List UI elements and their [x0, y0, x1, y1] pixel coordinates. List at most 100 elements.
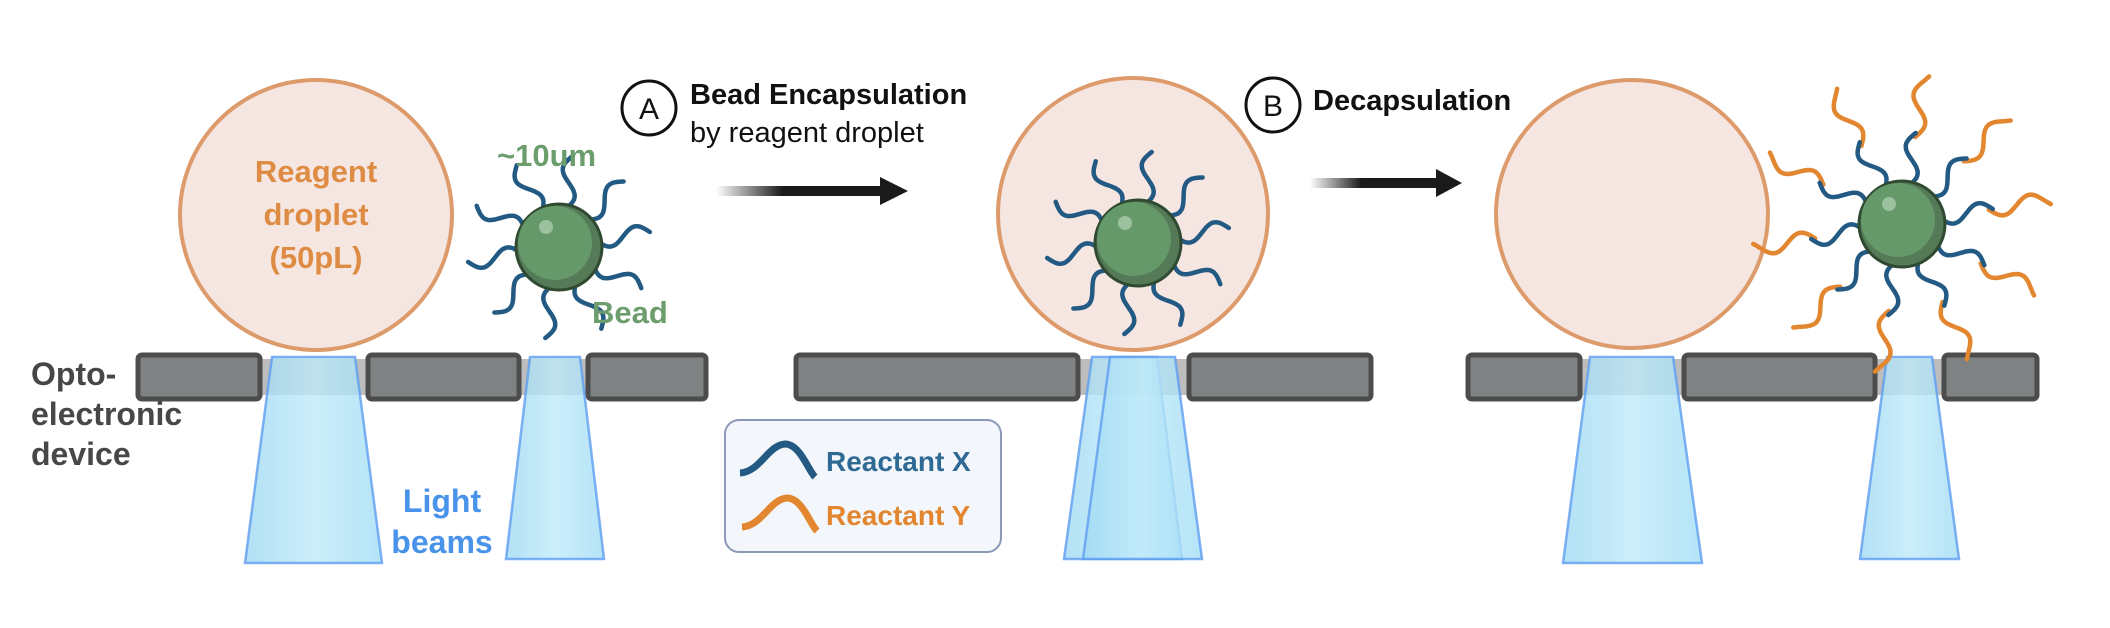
beads: [465, 74, 2054, 374]
droplet-label-line3: (50pL): [270, 240, 363, 275]
light-beam-1: [243, 355, 384, 565]
reagent-droplet-3: [1494, 78, 1770, 350]
reactant-y-strand: [1986, 192, 2054, 218]
reactant-x-strand: [1903, 130, 1920, 189]
reactant-x-strand: [1071, 267, 1114, 311]
reactant-y-strand: [1938, 299, 1973, 362]
bead-surface: [1097, 202, 1171, 276]
reactant-x-strand: [1091, 159, 1125, 212]
legend-item-reactant-y: Reactant Y: [741, 494, 971, 534]
bead-highlight: [1118, 216, 1132, 230]
light-beams-label-line2: beams: [391, 524, 492, 560]
reactant-x-strand: [492, 271, 535, 315]
step-b-marker-circle: [1244, 76, 1302, 134]
device-label-line2: electronic: [31, 396, 182, 432]
reactant-y-strand: [1791, 284, 1843, 330]
wave-icon-blue: [739, 440, 818, 480]
bead-surface: [518, 206, 592, 280]
step-a-title: Bead Encapsulation: [690, 79, 967, 111]
bead-highlight: [1882, 197, 1896, 211]
reactant-x-strand: [465, 245, 524, 271]
reactant-y-strand: [1911, 74, 1932, 140]
device-label-line1: Opto-: [31, 356, 116, 392]
reactant-x-strand: [1120, 278, 1137, 337]
reagent-droplet-1: [178, 78, 454, 352]
light-beams-label: Light beams: [391, 483, 492, 560]
reactant-x-strand: [583, 179, 626, 223]
device-segment: [365, 352, 522, 402]
reactant-x-strand: [1937, 200, 1996, 226]
reactant-x-strand: [1169, 257, 1223, 287]
step-a: A Bead Encapsulation by reagent droplet: [620, 79, 967, 205]
light-beam-2: [504, 355, 606, 561]
reactant-x-strand: [1053, 199, 1107, 229]
reactant-x-strand: [590, 261, 644, 291]
reactant-y-strand: [1961, 118, 2013, 164]
device-segment: [1186, 352, 1374, 402]
bead-2: [1044, 149, 1232, 337]
reactant-x-strand: [1808, 222, 1867, 248]
light-beams: [243, 355, 1961, 565]
reactant-x-strand: [1162, 175, 1205, 219]
device-label: Opto- electronic device: [31, 356, 182, 472]
reactant-x-strand: [1933, 238, 1987, 268]
reactant-x-strand: [474, 203, 528, 233]
reactant-y-strand: [1872, 308, 1893, 374]
legend-label-reactant-y: Reactant Y: [826, 500, 971, 531]
bead-3: [1750, 74, 2054, 374]
droplets: [178, 76, 1770, 352]
reactant-x-strand: [1915, 255, 1949, 308]
wave-icon-orange: [741, 494, 820, 534]
step-b-marker: B: [1263, 90, 1283, 123]
reactant-y-strand: [1978, 261, 2037, 298]
arrow-right-icon: [716, 177, 908, 205]
droplet-label: Reagent droplet (50pL): [255, 154, 377, 275]
step-a-subtitle: by reagent droplet: [690, 117, 924, 149]
device-segment: [135, 352, 263, 402]
reactant-x-strand: [594, 223, 653, 249]
legend-box: [724, 419, 1002, 553]
device-segment: [793, 352, 1081, 402]
arrow-right-icon: [1310, 169, 1462, 197]
device-bar-2: [793, 352, 1374, 402]
step-a-marker-circle: [620, 79, 678, 137]
reactant-x-strand: [1884, 259, 1901, 318]
bead-highlight: [539, 220, 553, 234]
reactant-y-strand: [1831, 86, 1866, 149]
reactant-x-strand: [541, 282, 558, 341]
step-b: B Decapsulation: [1244, 76, 1511, 197]
legend-label-reactant-x: Reactant X: [826, 446, 971, 477]
reactant-x-strand: [1835, 248, 1878, 292]
droplet-label-line1: Reagent: [255, 154, 377, 189]
droplet-label-line2: droplet: [263, 197, 368, 232]
reactant-x-strand: [1855, 140, 1889, 193]
bead-label: Bead: [592, 295, 668, 330]
light-beam-5: [1561, 355, 1704, 565]
device-bar-1: [135, 352, 709, 402]
reactant-y-strand: [1750, 230, 1818, 256]
device-segment: [585, 352, 709, 402]
step-b-title: Decapsulation: [1313, 85, 1511, 117]
legend-item-reactant-x: Reactant X: [739, 440, 971, 480]
light-beam-6: [1858, 355, 1961, 561]
device-segment: [1465, 352, 1583, 402]
device-label-line3: device: [31, 436, 131, 472]
light-beams-label-line1: Light: [403, 483, 482, 519]
step-a-marker: A: [639, 93, 659, 126]
reactant-x-strand: [1151, 274, 1185, 327]
reactant-x-strand: [1044, 241, 1103, 267]
legend: Reactant X Reactant Y: [724, 419, 1002, 553]
optoelectronic-devices: [135, 352, 2040, 402]
reactant-x-strand: [512, 163, 546, 216]
bead-surface: [1861, 183, 1935, 257]
reactant-x-strand: [1926, 156, 1969, 200]
reactant-x-strand: [572, 278, 606, 331]
device-bar-3: [1465, 352, 2040, 402]
device-segment: [1941, 352, 2040, 402]
bead-size-label: ~10um: [497, 138, 596, 173]
device-segment: [1681, 352, 1878, 402]
bead-1: [465, 153, 653, 341]
light-beam-4: [1081, 355, 1204, 561]
reactant-y-strand: [1767, 150, 1826, 187]
